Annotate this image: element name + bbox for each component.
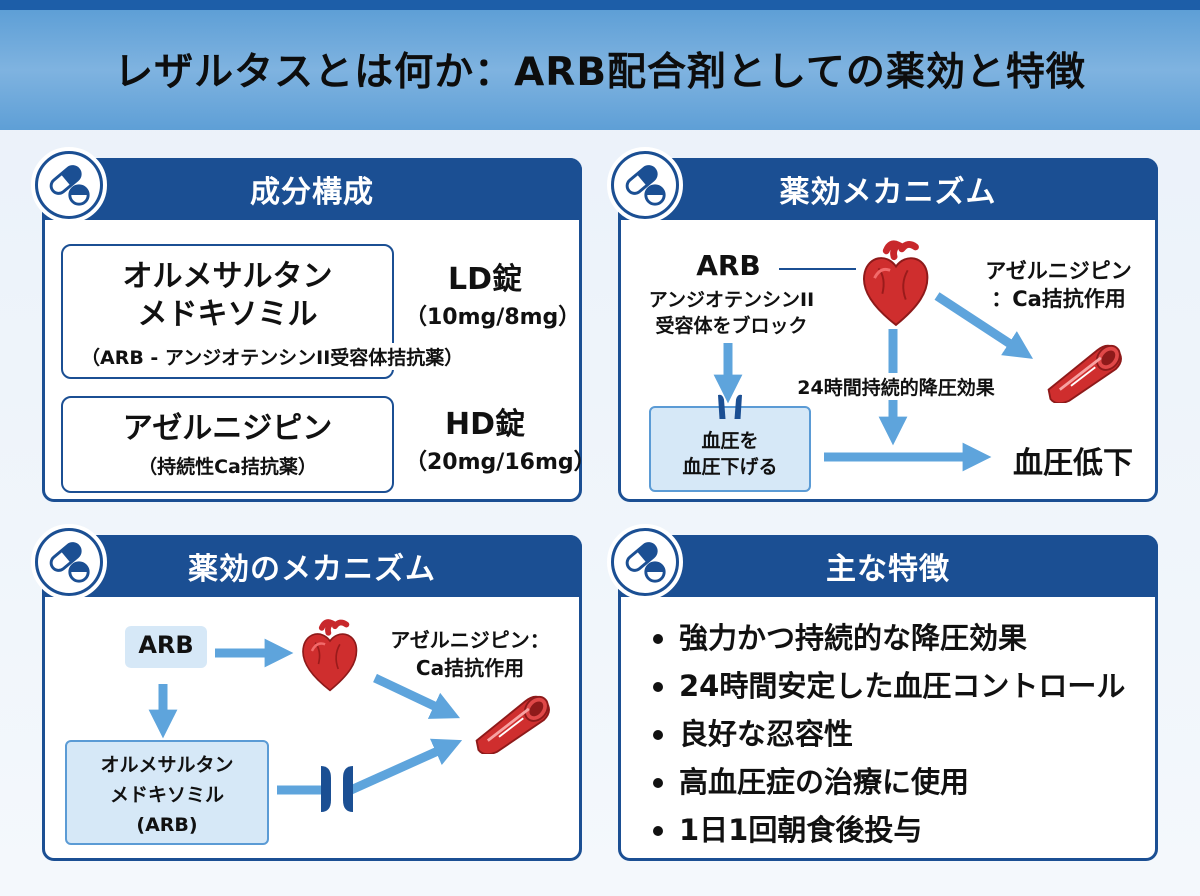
ld-dose: （10mg/8mg） — [405, 305, 581, 330]
badge — [31, 147, 107, 223]
pill-capsule-icon — [620, 537, 670, 587]
bp-box-line2: 血圧下げる — [682, 456, 778, 478]
bp-lower-box: 血圧を 血圧下げる — [649, 406, 811, 492]
title-bar: レザルタスとは何か：ARB配合剤としての薬効と特徴 — [0, 0, 1200, 130]
heart-vessel-arrow — [373, 673, 461, 719]
feature-item: 1日1回朝食後投与 — [649, 806, 1125, 854]
feature-item: 良好な忍容性 — [649, 710, 1125, 758]
pill-capsule-icon — [44, 537, 94, 587]
panel-heading: 成分構成 — [42, 158, 582, 220]
panel-mechanism: 薬効メカニズム ARB アンジオテンシンII 受容体をブロック アゼルニジピン … — [607, 147, 1158, 502]
olmesartan-line3: (ARB) — [136, 814, 198, 836]
receptor-icon — [715, 392, 745, 422]
olmesartan-line1: オルメサルタン — [100, 754, 234, 776]
panel-heading: 主な特徴 — [618, 535, 1158, 597]
olmesartan-name-line1: オルメサルタン — [122, 259, 333, 294]
heart-icon — [857, 239, 935, 327]
panel-heading: 薬効メカニズム — [618, 158, 1158, 220]
arb-desc-line2: 受容体をブロック — [655, 315, 808, 337]
arb-desc-line1: アンジオテンシンII — [648, 289, 815, 311]
blood-vessel-icon — [471, 688, 555, 754]
azelnidipine-label-line2: ：Ca拮抗作用 — [991, 287, 1126, 311]
feature-item: 24時間安定した血圧コントロール — [649, 662, 1125, 710]
heart-vessel-arrow — [934, 292, 1034, 359]
receptor-icon — [321, 766, 353, 812]
olmesartan-line2: メドキソミル — [109, 784, 224, 806]
hd-label: HD錠 — [444, 407, 525, 442]
blood-vessel-icon — [1043, 337, 1127, 403]
feature-item: 強力かつ持続的な降圧効果 — [649, 614, 1125, 662]
bp-box-line1: 血圧を — [701, 430, 759, 452]
azelnidipine-name: アゼルニジピン — [122, 411, 333, 446]
azelnidipine-label-line2: Ca拮抗作用 — [415, 656, 525, 680]
ld-tablet: LD錠 （10mg/8mg） — [405, 261, 581, 331]
badge — [607, 524, 683, 600]
azelnidipine-label-line1: アゼルニジピン： — [390, 628, 550, 652]
mechanism-detail-arrows — [148, 638, 463, 795]
hd-dose: （20mg/16mg） — [405, 450, 596, 475]
panel-heading: 薬効のメカニズム — [42, 535, 582, 597]
azelnidipine-label-line1: アゼルニジピン — [985, 259, 1132, 283]
page-title: レザルタスとは何か：ARB配合剤としての薬効と特徴 — [114, 50, 1086, 95]
badge — [607, 147, 683, 223]
bp-decrease-result: 血圧低下 — [1013, 446, 1133, 481]
panel-mechanism-detail: 薬効のメカニズム ARB アゼルニジピン： Ca拮抗作用 オルメサルタン メドキ… — [31, 524, 582, 861]
hd-tablet: HD錠 （20mg/16mg） — [405, 406, 596, 476]
olmesartan-name-line2: メドキソミル — [137, 297, 318, 332]
arb-box: ARB — [125, 626, 207, 668]
feature-list: 強力かつ持続的な降圧効果 24時間安定した血圧コントロール 良好な忍容性 高血圧… — [649, 614, 1125, 854]
effect-24h-label: 24時間持続的降圧効果 — [771, 373, 1021, 400]
azelnidipine-box: アゼルニジピン （持続性Ca拮抗薬） — [61, 396, 394, 493]
feature-item: 高血圧症の治療に使用 — [649, 758, 1125, 806]
badge — [31, 524, 107, 600]
olmesartan-note: （ARB - アンジオテンシンII受容体拮抗薬） — [81, 343, 561, 370]
receptor-vessel-arrow — [349, 738, 463, 795]
pill-capsule-icon — [620, 160, 670, 210]
panel-features: 主な特徴 強力かつ持続的な降圧効果 24時間安定した血圧コントロール 良好な忍容… — [607, 524, 1158, 861]
azelnidipine-note: （持続性Ca拮抗薬） — [138, 456, 317, 478]
ld-label: LD錠 — [447, 262, 523, 297]
arb-label: ARB — [696, 249, 761, 282]
heart-icon — [297, 618, 363, 692]
pill-capsule-icon — [44, 160, 94, 210]
panel-composition: 成分構成 オルメサルタン メドキソミル （ARB - アンジオテンシンII受容体… — [31, 147, 596, 502]
olmesartan-box: オルメサルタン メドキソミル (ARB) — [65, 740, 269, 845]
